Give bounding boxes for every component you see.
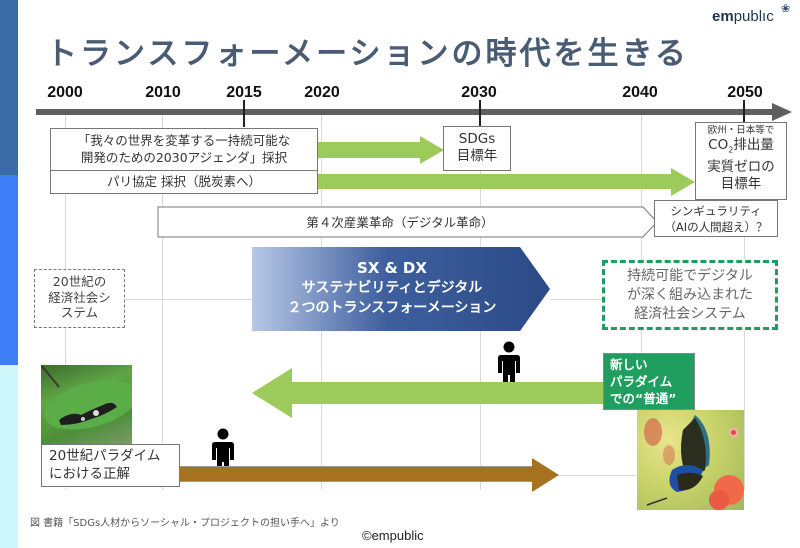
logo-bold-text: em [712, 8, 734, 25]
year-2030: 2030 [461, 84, 497, 101]
co2-line3: 目標年 [720, 175, 762, 192]
logo-text: publıc [733, 8, 774, 25]
co2-small-text: 欧州・日本等で [707, 125, 775, 136]
arrow-agenda-to-sdgs [318, 142, 422, 158]
flower-icon: ❀ [781, 2, 791, 15]
singularity-box: シンギュラリティ （AIの人間超え）？ [654, 200, 778, 237]
timeline-axis [36, 109, 774, 115]
arrow-paris-to-2050 [318, 174, 673, 189]
sdgs-target-box: SDGs 目標年 [443, 126, 511, 171]
tick-2015 [243, 100, 245, 127]
caterpillar-photo [41, 365, 132, 444]
copyright: ©empublic [362, 528, 424, 543]
co2-line2: 実質ゼロの [707, 158, 775, 175]
year-2050: 2050 [727, 84, 763, 101]
arrow-old-paradigm-head [532, 458, 559, 492]
left-stripe-blue [0, 175, 18, 365]
grid-line-horizontal [555, 475, 640, 476]
grid-line-horizontal [550, 299, 602, 300]
empublic-logo: empublıc [712, 8, 774, 25]
year-2020: 2020 [304, 84, 340, 101]
pointer-dot [729, 428, 738, 437]
arrow-back-head [252, 368, 292, 418]
sx-dx-line1: SX & DX [357, 259, 427, 277]
arrow-old-paradigm [180, 466, 534, 482]
slide-title: トランスフォーメーションの時代を生きる [46, 36, 689, 72]
sx-dx-arrow [252, 247, 550, 331]
grid-line-horizontal [125, 299, 255, 300]
caterpillar-image [41, 365, 132, 430]
agenda-2030-box: 「我々の世界を変革する一持続可能な 開発のための2030アジェンダ」採択 [50, 128, 318, 171]
arrow-paris-head [671, 168, 695, 196]
year-2040: 2040 [622, 84, 658, 101]
tick-2030 [479, 100, 481, 127]
old-paradigm-label: 20世紀パラダイム における正解 [41, 444, 180, 487]
sx-dx-line2: サステナビリティとデジタル [301, 280, 483, 296]
left-stripe-dark-blue [0, 0, 18, 175]
co2-target-box: 欧州・日本等で CO2排出量 実質ゼロの 目標年 [695, 122, 787, 200]
grid-line-2010 [162, 113, 163, 490]
arrow-agenda-head [420, 136, 444, 164]
timeline-arrowhead [772, 103, 792, 121]
industrial-revolution-label: 第４次産業革命（デジタル革命） [306, 215, 494, 230]
year-2010: 2010 [145, 84, 181, 101]
year-2015: 2015 [226, 84, 262, 101]
old-economic-system-box: 20世紀の 経済社会シ ステム [34, 269, 125, 328]
left-stripe-cyan [0, 365, 18, 548]
butterfly-image [644, 415, 744, 510]
new-economic-system-box: 持続可能でデジタル が深く組み込まれた 経済社会システム [602, 260, 778, 330]
co2-line1: CO2排出量 [708, 137, 774, 155]
year-2000: 2000 [47, 84, 83, 101]
sx-dx-line3: ２つのトランスフォーメーション [287, 300, 497, 316]
arrow-back-to-past [290, 382, 605, 404]
butterfly-photo [637, 410, 744, 510]
new-paradigm-label: 新しい パラダイム での“普通” [603, 353, 695, 410]
paris-agreement-box: パリ協定 採択（脱炭素へ） [50, 170, 318, 194]
figure-caption: 図 書籍「SDGs人材からソーシャル・プロジェクトの担い手へ」より [30, 518, 340, 529]
sx-dx-label: SX & DX サステナビリティとデジタル ２つのトランスフォーメーション [252, 258, 532, 318]
tick-2050 [743, 100, 745, 127]
industrial-revolution-arrow [157, 206, 658, 238]
